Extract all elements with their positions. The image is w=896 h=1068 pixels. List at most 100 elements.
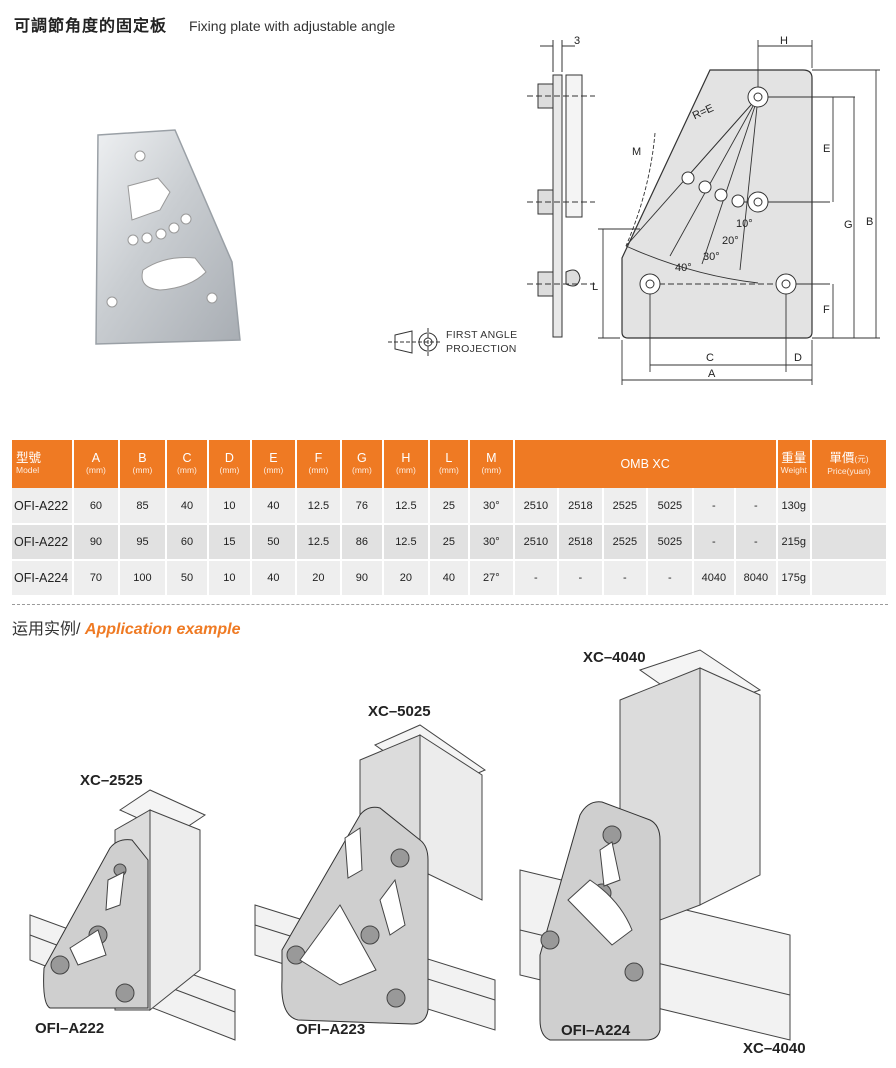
- table-cell: 2510: [513, 524, 560, 561]
- header-e: E(mm): [250, 440, 298, 488]
- side-view: [527, 40, 595, 338]
- cell-model: OFI-A224: [12, 560, 74, 597]
- table-cell: 20: [296, 560, 342, 597]
- dim-g: G: [844, 219, 853, 231]
- table-cell: 20: [383, 560, 430, 597]
- table-cell: -: [735, 524, 778, 561]
- example-ofi-a222: [29, 789, 236, 1041]
- table-cell: -: [692, 488, 737, 525]
- label-xc-5025: XC–5025: [368, 703, 431, 720]
- header-l: L(mm): [428, 440, 471, 488]
- table-cell: -: [602, 560, 649, 597]
- table-cell: [810, 488, 889, 525]
- table-cell: 8040: [735, 560, 778, 597]
- table-cell: 40: [165, 488, 210, 525]
- dim-thickness: 3: [574, 35, 580, 47]
- projection-label: FIRST ANGLE PROJECTION: [446, 328, 517, 356]
- table-cell: 90: [72, 524, 121, 561]
- table-cell: 30°: [469, 524, 515, 561]
- header-d: D(mm): [208, 440, 252, 488]
- header-price: 單價(元)Price(yuan): [810, 440, 889, 488]
- table-cell: 100: [119, 560, 167, 597]
- table-cell: 40: [250, 560, 298, 597]
- table-cell: 50: [250, 524, 298, 561]
- example-ofi-a224: [519, 649, 791, 1041]
- table-cell: 2518: [558, 488, 604, 525]
- table-cell: 4040: [692, 560, 737, 597]
- front-view: 3 H E G B F L C D A M R=E 10° 20° 30° 40…: [574, 35, 880, 385]
- table-cell: [810, 524, 889, 561]
- projection-line-2: PROJECTION: [446, 343, 517, 355]
- table-cell: 10: [208, 560, 252, 597]
- application-title: 运用实例/ Application example: [12, 615, 241, 639]
- table-cell: 25: [428, 488, 471, 525]
- table-cell: 15: [208, 524, 252, 561]
- table-cell: 70: [72, 560, 121, 597]
- dim-f: F: [823, 304, 830, 316]
- table-cell: 12.5: [383, 488, 430, 525]
- angle-20: 20°: [722, 235, 739, 247]
- dim-b: B: [866, 216, 873, 228]
- header-f: F(mm): [296, 440, 342, 488]
- header-c: C(mm): [165, 440, 210, 488]
- header-h: H(mm): [383, 440, 430, 488]
- angle-40: 40°: [675, 262, 692, 274]
- label-xc-4040-top: XC–4040: [583, 649, 646, 666]
- table-cell: 30°: [469, 488, 515, 525]
- table-cell: 50: [165, 560, 210, 597]
- section-divider: [12, 604, 888, 605]
- example-ofi-a223: [254, 724, 496, 1031]
- table-cell: 12.5: [383, 524, 430, 561]
- table-cell: -: [692, 524, 737, 561]
- projection-line-1: FIRST ANGLE: [446, 329, 518, 341]
- table-cell: 40: [428, 560, 471, 597]
- dim-h: H: [780, 35, 788, 47]
- table-cell: -: [558, 560, 604, 597]
- application-title-en: Application example: [84, 621, 241, 638]
- label-ofi-a224: OFI–A224: [561, 1022, 631, 1039]
- dim-e: E: [823, 143, 830, 155]
- table-cell: 2510: [513, 488, 560, 525]
- table-cell: 2525: [602, 524, 649, 561]
- cell-model: OFI-A222: [12, 488, 74, 525]
- header-m: M(mm): [469, 440, 515, 488]
- angle-m: M: [632, 146, 641, 158]
- table-cell: 27°: [469, 560, 515, 597]
- label-ofi-a223: OFI–A223: [296, 1021, 366, 1038]
- label-xc-4040-bottom: XC–4040: [743, 1040, 806, 1057]
- dim-l: L: [592, 281, 598, 293]
- table-cell: 5025: [647, 488, 694, 525]
- label-ofi-a222: OFI–A222: [35, 1020, 105, 1037]
- table-cell: -: [513, 560, 560, 597]
- table-cell: 2518: [558, 524, 604, 561]
- table-cell: 175g: [776, 560, 812, 597]
- table-cell: [810, 560, 889, 597]
- dim-a: A: [708, 368, 716, 380]
- table-cell: 215g: [776, 524, 812, 561]
- angle-30: 30°: [703, 251, 720, 263]
- header-omb-xc: OMB XC: [513, 440, 778, 488]
- table-cell: 90: [340, 560, 385, 597]
- table-cell: 85: [119, 488, 167, 525]
- angle-10: 10°: [736, 218, 753, 230]
- header-g: G(mm): [340, 440, 385, 488]
- table-cell: 25: [428, 524, 471, 561]
- label-xc-2525: XC–2525: [80, 772, 143, 789]
- table-cell: 60: [72, 488, 121, 525]
- technical-drawing: 3 H E G B F L C D A M R=E 10° 20° 30° 40…: [95, 35, 880, 385]
- title-english: Fixing plate with adjustable angle: [189, 18, 396, 34]
- header-a: A(mm): [72, 440, 121, 488]
- table-cell: 95: [119, 524, 167, 561]
- table-cell: 2525: [602, 488, 649, 525]
- table-cell: 12.5: [296, 488, 342, 525]
- header-b: B(mm): [119, 440, 167, 488]
- table-cell: 12.5: [296, 524, 342, 561]
